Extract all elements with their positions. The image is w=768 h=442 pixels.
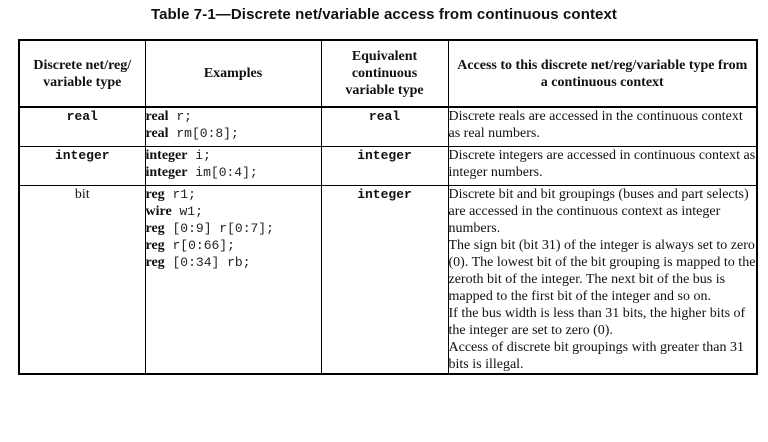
cell-examples: real r; real rm[0:8]; bbox=[144, 106, 322, 147]
header-equivalent: Equivalent continuous variable type bbox=[320, 39, 449, 108]
description-paragraph: Discrete integers are accessed in contin… bbox=[448, 148, 756, 180]
example-line: wire w1; bbox=[145, 204, 203, 219]
cell-equivalent: real bbox=[320, 106, 449, 147]
example-line: reg [0:9] r[0:7]; bbox=[145, 221, 274, 236]
table-row: real real r; real rm[0:8]; real Discrete… bbox=[18, 106, 758, 147]
table-row: bit reg r1; wire w1; reg [0:9] r[0:7]; r… bbox=[18, 185, 758, 375]
header-type: Discrete net/reg/ variable type bbox=[18, 39, 146, 108]
cell-description: Discrete bit and bit groupings (buses an… bbox=[447, 185, 758, 375]
example-line: reg r1; bbox=[145, 187, 196, 202]
example-line: reg [0:34] rb; bbox=[145, 255, 251, 270]
description-paragraph: Access of discrete bit groupings with gr… bbox=[448, 340, 744, 372]
example-line: real r; bbox=[145, 109, 192, 124]
cell-equivalent: integer bbox=[320, 146, 449, 186]
example-line: real rm[0:8]; bbox=[145, 126, 239, 141]
cell-description: Discrete integers are accessed in contin… bbox=[447, 146, 758, 186]
description-paragraph: If the bus width is less than 31 bits, t… bbox=[448, 306, 746, 338]
table-row: integer integer i; integer im[0:4]; inte… bbox=[18, 146, 758, 186]
cell-type: real bbox=[18, 106, 146, 147]
cell-type: bit bbox=[18, 185, 146, 375]
cell-examples: reg r1; wire w1; reg [0:9] r[0:7]; reg r… bbox=[144, 185, 322, 375]
cell-examples: integer i; integer im[0:4]; bbox=[144, 146, 322, 186]
cell-type: integer bbox=[18, 146, 146, 186]
example-line: integer i; bbox=[145, 148, 211, 163]
description-paragraph: Discrete bit and bit groupings (buses an… bbox=[448, 187, 749, 236]
header-examples: Examples bbox=[144, 39, 322, 108]
example-line: reg r[0:66]; bbox=[145, 238, 235, 253]
cell-equivalent: integer bbox=[320, 185, 449, 375]
table-header-row: Discrete net/reg/ variable type Examples… bbox=[18, 39, 758, 108]
access-table: Discrete net/reg/ variable type Examples… bbox=[18, 39, 758, 375]
header-access: Access to this discrete net/reg/variable… bbox=[447, 39, 758, 108]
example-line: integer im[0:4]; bbox=[145, 165, 258, 180]
description-paragraph: Discrete reals are accessed in the conti… bbox=[448, 109, 743, 141]
table-caption: Table 7-1—Discrete net/variable access f… bbox=[150, 6, 618, 23]
cell-description: Discrete reals are accessed in the conti… bbox=[447, 106, 758, 147]
description-paragraph: The sign bit (bit 31) of the integer is … bbox=[448, 238, 756, 304]
